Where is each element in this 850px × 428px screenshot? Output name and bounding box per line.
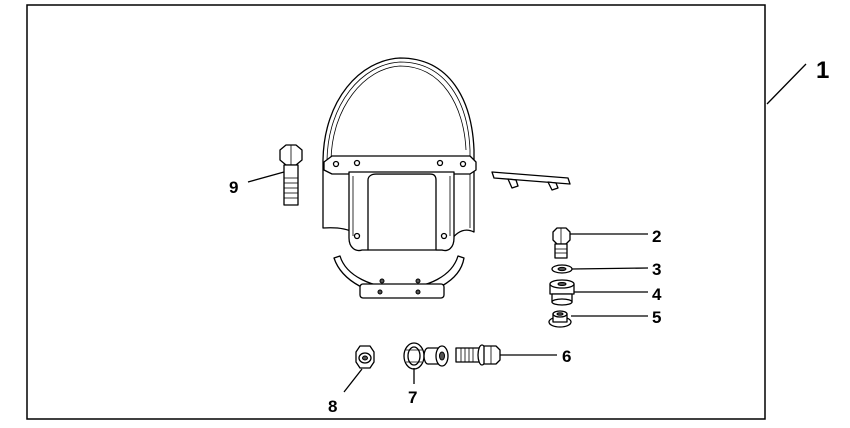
callout-1: 1 [766,57,829,105]
callout-5-label: 5 [652,308,661,327]
part-5-collar: 5 [548,308,661,328]
part-3-washer: 3 [551,260,661,279]
callout-9-label: 9 [229,178,238,197]
callout-7-label: 7 [408,388,417,407]
part-2-short-bolt: 2 [552,227,661,259]
callout-1-label: 1 [816,57,829,84]
callout-8-label: 8 [328,397,337,416]
windscreen-assembly [322,57,571,299]
part-8-flange-nut: 8 [328,345,375,416]
callout-6-label: 6 [562,347,571,366]
part-7-grommet-collar: 7 [403,342,449,407]
diagram-frame [26,4,766,420]
part-6-flange-bolt: 6 [455,344,571,366]
callout-2-label: 2 [652,227,661,246]
part-4-grommet: 4 [549,279,662,306]
callout-4-label: 4 [652,285,662,304]
part-9-long-bolt: 9 [229,144,303,206]
callout-3-label: 3 [652,260,661,279]
